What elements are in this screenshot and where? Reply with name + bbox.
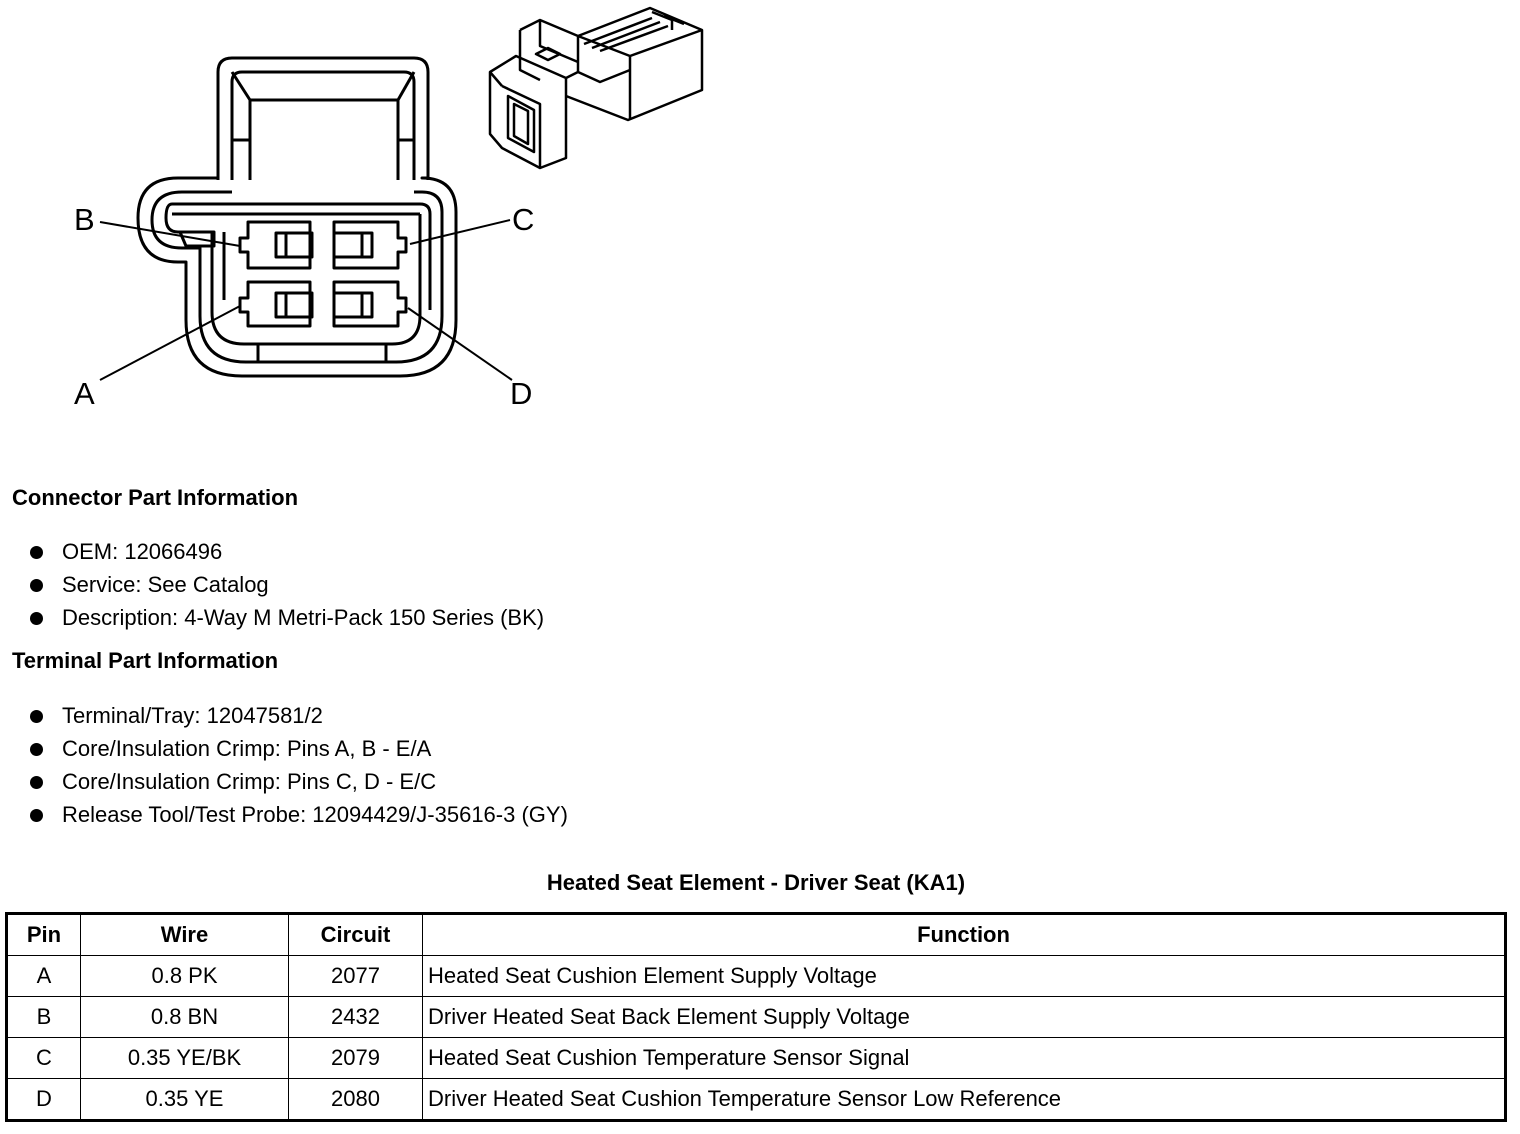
list-item-text: Service: See Catalog [62,572,269,597]
pin-cell: D [6,1078,81,1121]
list-item-text: Core/Insulation Crimp: Pins A, B - E/A [62,736,432,761]
connector-isometric-illustration [488,6,704,170]
function-cell: Driver Heated Seat Cushion Temperature S… [422,1078,1506,1121]
pinout-table-title: Heated Seat Element - Driver Seat (KA1) [546,870,966,895]
wire-cell: 0.8 BN [80,996,289,1038]
table-header-row: Pin Wire Circuit Function [6,913,1506,956]
bullet-icon [30,809,43,822]
pin-label-b: B [74,202,95,237]
pin-cell: B [6,996,81,1038]
cavity-c [332,220,408,270]
terminal-part-info-list: Terminal/Tray: 12047581/2 Core/Insulatio… [30,702,568,834]
pin-cell: A [6,955,81,997]
wire-cell: 0.35 YE [80,1078,289,1121]
list-item: Terminal/Tray: 12047581/2 [30,702,568,735]
list-item: OEM: 12066496 [30,538,544,571]
list-item-text: Release Tool/Test Probe: 12094429/J-3561… [62,802,568,827]
column-header-function: Function [422,913,1506,956]
function-cell: Driver Heated Seat Back Element Supply V… [422,996,1506,1038]
pin-cell: C [6,1037,81,1079]
connector-latch [216,56,430,180]
connector-body [136,176,458,378]
list-item: Core/Insulation Crimp: Pins A, B - E/A [30,735,568,768]
terminal-part-info-heading: Terminal Part Information [12,648,279,673]
table-row: B 0.8 BN 2432 Driver Heated Seat Back El… [6,996,1506,1038]
column-header-circuit: Circuit [288,913,423,956]
list-item: Release Tool/Test Probe: 12094429/J-3561… [30,801,568,834]
list-item: Description: 4-Way M Metri-Pack 150 Seri… [30,604,544,637]
list-item: Service: See Catalog [30,571,544,604]
bullet-icon [30,579,43,592]
pinout-table: Pin Wire Circuit Function A 0.8 PK 2077 … [5,912,1507,1122]
bullet-icon [30,612,43,625]
pin-label-d: D [510,376,532,411]
column-header-pin: Pin [6,913,81,956]
pin-label-c: C [512,202,534,237]
circuit-cell: 2079 [288,1037,423,1079]
circuit-cell: 2077 [288,955,423,997]
wire-cell: 0.35 YE/BK [80,1037,289,1079]
cavity-b [238,220,314,270]
cavity-a [238,280,314,328]
wire-cell: 0.8 PK [80,955,289,997]
list-item-text: Terminal/Tray: 12047581/2 [62,703,323,728]
list-item-text: OEM: 12066496 [62,539,223,564]
list-item: Core/Insulation Crimp: Pins C, D - E/C [30,768,568,801]
table-row: A 0.8 PK 2077 Heated Seat Cushion Elemen… [6,955,1506,997]
list-item-text: Core/Insulation Crimp: Pins C, D - E/C [62,769,437,794]
column-header-wire: Wire [80,913,289,956]
bullet-icon [30,710,43,723]
connector-part-info-heading: Connector Part Information [12,485,299,510]
bullet-icon [30,776,43,789]
list-item-text: Description: 4-Way M Metri-Pack 150 Seri… [62,605,545,630]
function-cell: Heated Seat Cushion Element Supply Volta… [422,955,1506,997]
function-cell: Heated Seat Cushion Temperature Sensor S… [422,1037,1506,1079]
pin-leader-lines [99,219,513,381]
circuit-cell: 2080 [288,1078,423,1121]
connector-part-info-list: OEM: 12066496 Service: See Catalog Descr… [30,538,544,637]
pin-label-a: A [74,376,95,411]
table-row: D 0.35 YE 2080 Driver Heated Seat Cushio… [6,1078,1506,1121]
circuit-cell: 2432 [288,996,423,1038]
bullet-icon [30,743,43,756]
bullet-icon [30,546,43,559]
connector-diagram: B C A D [74,6,704,411]
table-row: C 0.35 YE/BK 2079 Heated Seat Cushion Te… [6,1037,1506,1079]
cavity-d [332,280,408,328]
